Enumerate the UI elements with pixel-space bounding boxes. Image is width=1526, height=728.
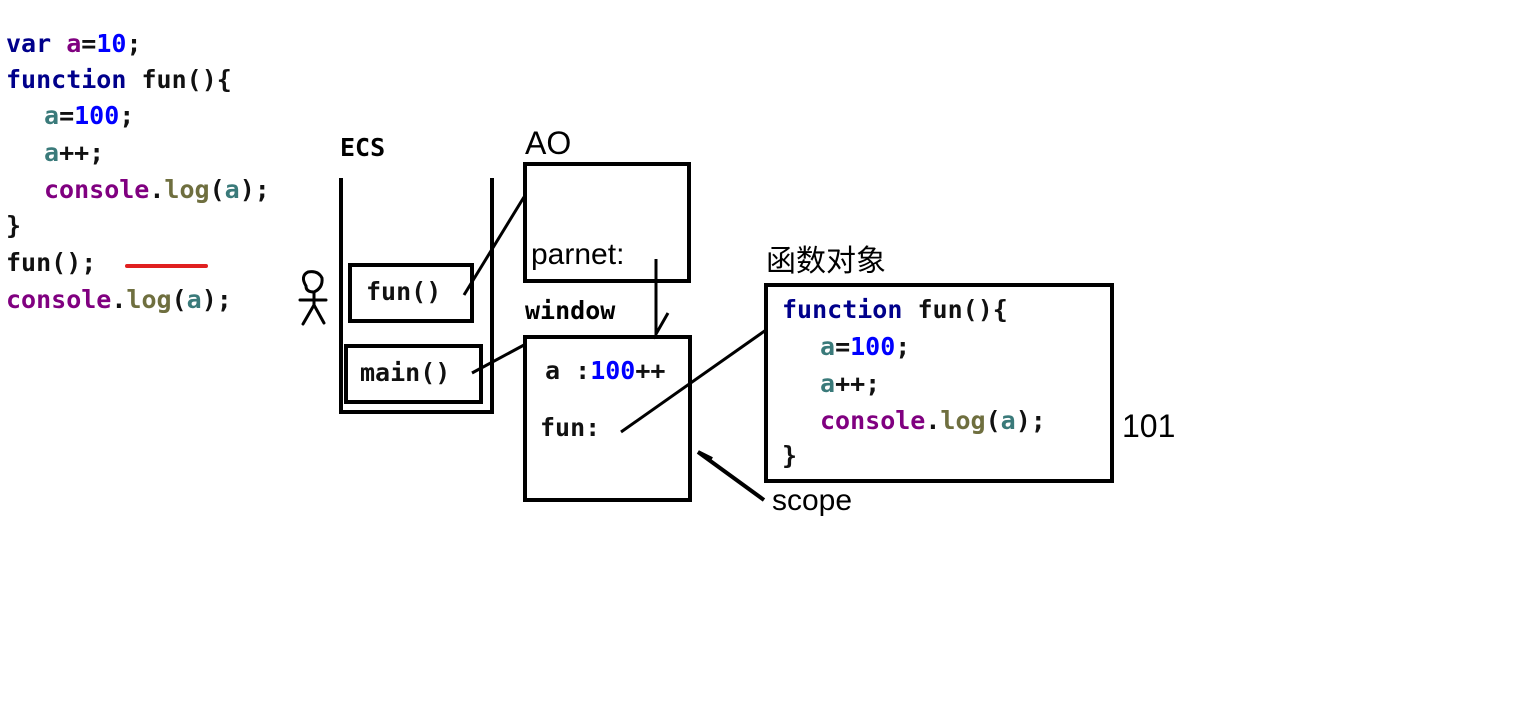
code-line-6: } xyxy=(6,211,22,240)
keyword: function xyxy=(782,295,903,324)
number-literal: 10 xyxy=(96,29,127,58)
punctuation: ( xyxy=(209,175,225,204)
operator: ++; xyxy=(59,138,105,167)
punctuation: ); xyxy=(1015,406,1046,435)
code-line-3: a=100; xyxy=(44,98,134,134)
ecs-frame-main-label: main() xyxy=(360,358,451,387)
number-literal: 100 xyxy=(74,101,120,130)
identifier: a xyxy=(820,332,836,361)
punctuation: : xyxy=(575,356,591,385)
keyword: var xyxy=(6,29,52,58)
ecs-frame-main xyxy=(344,344,483,404)
connector-parent-to-window xyxy=(654,259,670,340)
punctuation: ); xyxy=(201,285,232,314)
method-name: log xyxy=(126,285,172,314)
punctuation: ; xyxy=(895,332,911,361)
code-line-4: a++; xyxy=(44,135,104,171)
number-literal: 100 xyxy=(850,332,896,361)
window-box xyxy=(523,335,692,502)
identifier: a xyxy=(186,285,202,314)
identifier: a xyxy=(44,101,60,130)
punctuation: ); xyxy=(239,175,270,204)
number-literal: 100 xyxy=(590,356,636,385)
function-name: fun xyxy=(917,295,963,324)
object-name: console xyxy=(6,285,112,314)
method-name: log xyxy=(164,175,210,204)
operator: ++ xyxy=(635,356,666,385)
identifier: a xyxy=(820,369,836,398)
ecs-frame-fun xyxy=(348,263,474,323)
method-name: log xyxy=(940,406,986,435)
function-object-label: 函数对象 xyxy=(766,245,886,278)
fobj-line-3: a++; xyxy=(820,366,880,402)
connector-main-to-window xyxy=(471,343,525,375)
window-label: window xyxy=(525,296,616,325)
code-line-1: var a=10; xyxy=(6,26,142,62)
operator: = xyxy=(81,29,97,58)
stick-figure-icon xyxy=(298,270,328,326)
keyword: function xyxy=(6,65,127,94)
ecs-frame-fun-label: fun() xyxy=(366,277,442,306)
fobj-line-5: } xyxy=(782,441,798,470)
fobj-line-1: function fun(){ xyxy=(782,292,1008,328)
window-field-a: a :100++ xyxy=(545,356,665,385)
code-line-7: fun(); xyxy=(6,245,96,281)
ao-parent-field: parnet: xyxy=(531,238,625,271)
identifier: a xyxy=(224,175,240,204)
output-value: 101 xyxy=(1122,408,1176,444)
function-object-box xyxy=(764,283,1114,483)
punctuation: . xyxy=(111,285,127,314)
ecs-stack-outline xyxy=(339,178,494,414)
punctuation: . xyxy=(149,175,165,204)
punctuation: ; xyxy=(126,29,142,58)
operator: = xyxy=(59,101,75,130)
punctuation: (); xyxy=(51,248,97,277)
punctuation: (){ xyxy=(186,65,232,94)
object-name: console xyxy=(44,175,150,204)
punctuation: ( xyxy=(985,406,1001,435)
ao-label: AO xyxy=(525,125,572,161)
operator: ++; xyxy=(835,369,881,398)
function-name: fun xyxy=(141,65,187,94)
window-field-fun: fun: xyxy=(540,413,601,442)
connector-fun-to-function-object xyxy=(620,328,767,434)
identifier: a xyxy=(1000,406,1016,435)
field-key: a xyxy=(545,356,561,385)
function-call: fun xyxy=(6,248,52,277)
identifier: a xyxy=(44,138,60,167)
code-line-8: console.log(a); xyxy=(6,282,232,318)
punctuation: ( xyxy=(171,285,187,314)
punctuation: . xyxy=(925,406,941,435)
variable-name: a xyxy=(66,29,82,58)
ecs-label: ECS xyxy=(340,133,386,162)
punctuation: ; xyxy=(119,101,135,130)
scope-label: scope xyxy=(772,484,853,517)
object-name: console xyxy=(820,406,926,435)
fobj-line-4: console.log(a); xyxy=(820,403,1046,439)
operator: = xyxy=(835,332,851,361)
code-line-5: console.log(a); xyxy=(44,172,270,208)
connector-fun-to-ao xyxy=(462,196,526,296)
ao-box xyxy=(523,162,691,283)
code-line-2: function fun(){ xyxy=(6,62,232,98)
punctuation: (){ xyxy=(962,295,1008,324)
fobj-line-2: a=100; xyxy=(820,329,910,365)
scope-arrow xyxy=(696,450,766,502)
